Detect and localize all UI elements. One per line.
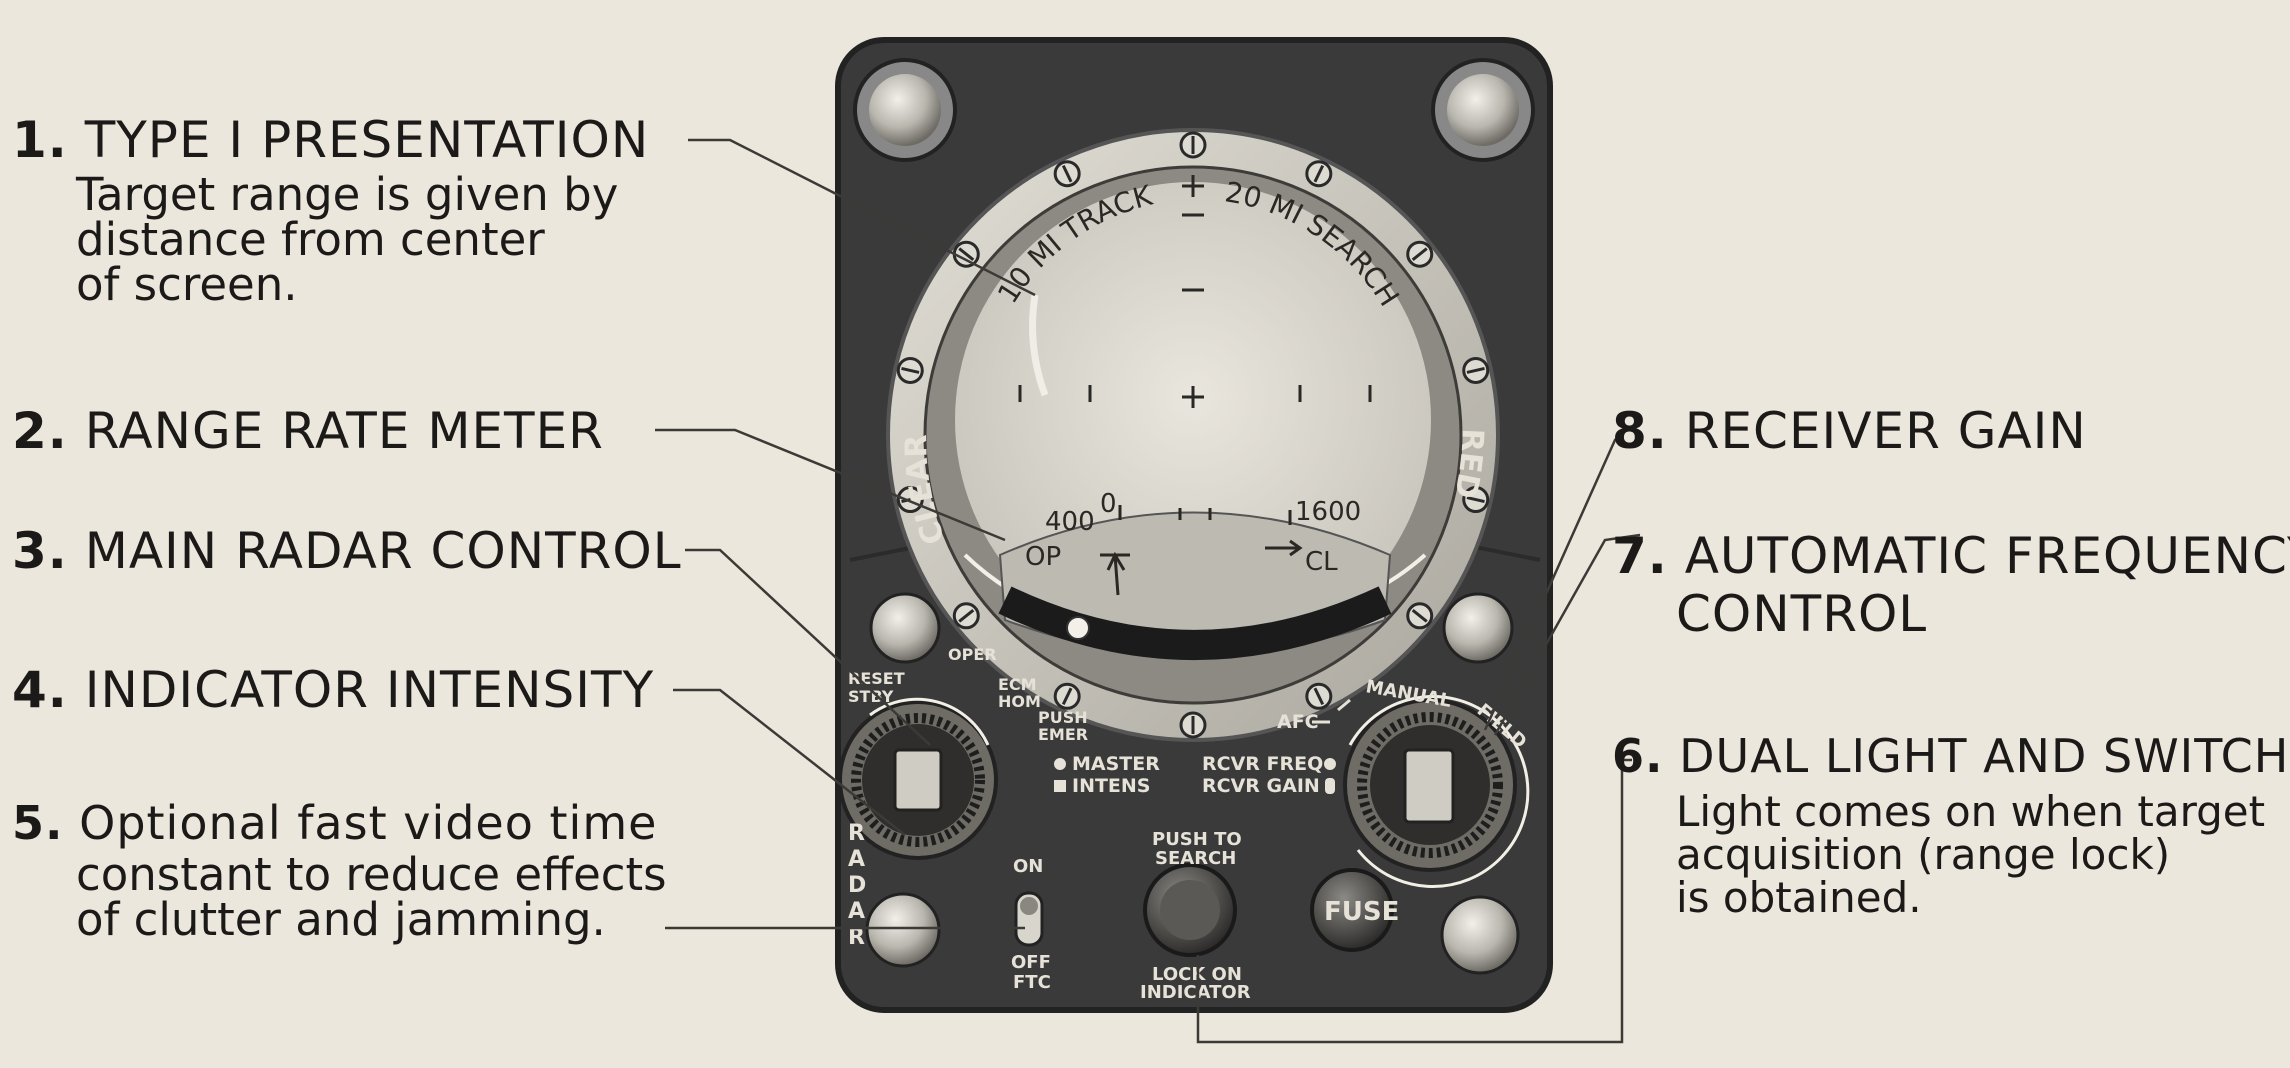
reset-label: RESET (848, 669, 905, 688)
bottom-right-knob[interactable] (1440, 895, 1520, 975)
indicator-intensity-knob[interactable] (869, 592, 941, 664)
meter-op-label: OP (1025, 542, 1061, 572)
bezel-screw (952, 602, 980, 630)
afc-label: AFC (1277, 711, 1319, 733)
bottom-left-knob[interactable] (865, 892, 941, 968)
push-label: PUSH (1038, 708, 1088, 727)
on-label: ON (1013, 856, 1043, 877)
meter-400-label: 400 (1045, 507, 1095, 537)
callout-5-description: constant to reduce effects of clutter an… (76, 848, 667, 946)
afc-manual-field-knob[interactable] (1343, 698, 1517, 872)
bezel-screw (896, 356, 924, 384)
bezel-screw (1305, 160, 1333, 188)
indicator-label: INDICATOR (1140, 982, 1251, 1003)
leader-4 (673, 688, 906, 836)
top-left-knob[interactable] (853, 58, 957, 162)
bezel-screws (896, 131, 1490, 739)
callout-6-title: 6. DUAL LIGHT AND SWITCH (1612, 729, 2290, 783)
leader-2 (655, 428, 1006, 542)
bezel-screw (896, 486, 924, 514)
emer-label: EMER (1038, 725, 1088, 744)
off-label: OFF (1011, 952, 1051, 973)
bezel-screw (1462, 486, 1490, 514)
bezel-screw (1179, 711, 1207, 739)
meter-1600-label: 1600 (1295, 497, 1361, 527)
ecm-label: ECM (998, 675, 1037, 694)
fuse-label: FUSE (1324, 897, 1399, 927)
leader-1 (688, 138, 1036, 297)
leader-3 (685, 548, 931, 746)
leader-7 (1493, 533, 1641, 736)
bezel-screw (1053, 160, 1081, 188)
callout-7-description: CONTROL (1676, 585, 1928, 643)
callout-4-title: 4. INDICATOR INTENSITY (12, 661, 655, 719)
rcvr-freq-label: RCVR FREQ (1202, 753, 1323, 775)
bezel-screw (1406, 240, 1434, 268)
bezel-screw (1462, 356, 1490, 384)
search-label: SEARCH (1155, 848, 1236, 869)
main-radar-control-knob[interactable] (838, 700, 998, 860)
callout-5-title: 5. Optional fast video time (12, 796, 658, 850)
svg-text:D: D (848, 873, 866, 898)
callout-7-title: 7. AUTOMATIC FREQUENCY (1612, 527, 2290, 585)
svg-text:A: A (848, 847, 865, 872)
push-to-label: PUSH TO (1152, 829, 1242, 850)
callout-2-title: 2. RANGE RATE METER (12, 402, 604, 460)
callout-6-description: Light comes on when target acquisition (… (1676, 787, 2266, 922)
bezel-screw (952, 240, 980, 268)
bezel-screw (1406, 602, 1434, 630)
radar-vertical-label: R A D A R (848, 821, 866, 950)
meter-0-label: 0 (1100, 489, 1117, 519)
callout-1-title: 1. TYPE I PRESENTATION (12, 111, 650, 169)
ftc-label: FTC (1013, 972, 1051, 993)
hom-label: HOM (998, 692, 1041, 711)
fuse-holder[interactable] (1310, 868, 1394, 952)
callout-8-title: 8. RECEIVER GAIN (1612, 402, 2087, 460)
ftc-toggle-switch[interactable] (1014, 891, 1044, 947)
bezel-screw (1305, 682, 1333, 710)
master-label: MASTER (1072, 753, 1160, 775)
leader-6 (1196, 758, 1632, 1044)
meter-pointer-lamp (1066, 616, 1090, 640)
svg-text:R: R (848, 821, 865, 846)
callout-leader-lines (655, 138, 1641, 1044)
receiver-gain-knob[interactable] (1442, 592, 1514, 664)
svg-text:R: R (848, 925, 865, 950)
intens-label: INTENS (1072, 775, 1151, 797)
leader-8 (1483, 429, 1626, 731)
rcvr-gain-label: RCVR GAIN (1202, 775, 1320, 797)
callout-3-title: 3. MAIN RADAR CONTROL (12, 522, 682, 580)
bezel-screw (1053, 682, 1081, 710)
svg-text:A: A (848, 899, 865, 924)
meter-cl-label: CL (1305, 547, 1338, 577)
bezel-screw (1179, 131, 1207, 159)
screen-reticle (1018, 175, 1372, 408)
oper-label: OPER (948, 645, 997, 664)
callout-1-description: Target range is given by distance from c… (76, 168, 619, 311)
top-right-knob[interactable] (1431, 58, 1535, 162)
push-to-search-lock-on-button[interactable] (1143, 863, 1237, 957)
